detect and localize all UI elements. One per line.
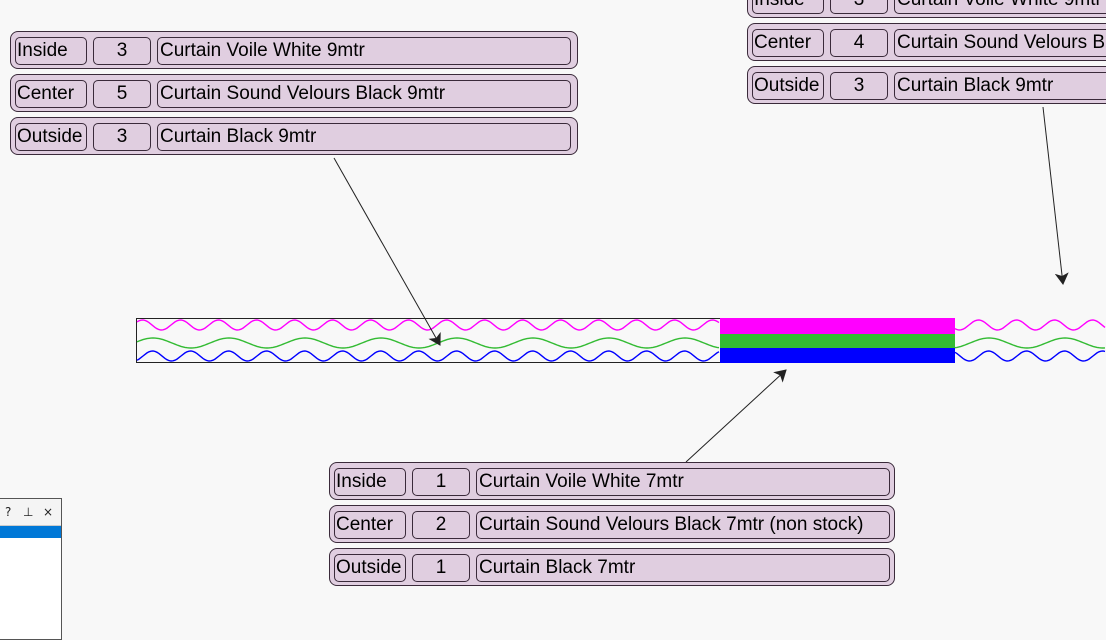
callout-leader-arrow [333, 157, 441, 346]
description-field[interactable]: Curtain Black 9mtr [157, 123, 571, 151]
callout-row-outside[interactable]: Outside 1 Curtain Black 7mtr [329, 548, 895, 586]
quantity-field[interactable]: 5 [93, 80, 151, 108]
callout-row-center[interactable]: Center 2 Curtain Sound Velours Black 7mt… [329, 505, 895, 543]
description-field[interactable]: Curtain Voile White 9mtr [894, 0, 1106, 14]
curtain-outside-stacked[interactable] [720, 348, 955, 363]
callout-row-inside[interactable]: Inside 3 Curtain Voile White 9mtr [747, 0, 1106, 18]
callout-row-inside[interactable]: Inside 3 Curtain Voile White 9mtr [10, 31, 578, 69]
layer-label: Inside [15, 37, 87, 65]
curtain-inside-stacked[interactable] [720, 318, 955, 334]
callout-row-outside[interactable]: Outside 3 Curtain Black 9mtr [10, 117, 578, 155]
description-field[interactable]: Curtain Black 9mtr [894, 72, 1106, 100]
panel-selected-item[interactable] [0, 526, 61, 538]
quantity-field[interactable]: 1 [412, 468, 470, 496]
layer-label: Center [15, 80, 87, 108]
quantity-field[interactable]: 2 [412, 511, 470, 539]
layer-label: Outside [752, 72, 824, 100]
quantity-field[interactable]: 1 [412, 554, 470, 582]
curtain-outside-wave[interactable] [136, 350, 1106, 362]
description-field[interactable]: Curtain Sound Velours Black 7mtr (non st… [476, 511, 890, 539]
layer-label: Inside [752, 0, 824, 14]
layer-label: Outside [15, 123, 87, 151]
help-icon[interactable]: ? [5, 505, 12, 519]
layer-label: Center [334, 511, 406, 539]
close-icon[interactable]: × [43, 505, 54, 519]
description-field[interactable]: Curtain Voile White 9mtr [157, 37, 571, 65]
callout-row-center[interactable]: Center 4 Curtain Sound Velours Black 9mt… [747, 23, 1106, 61]
description-field[interactable]: Curtain Sound Velours Black 9mtr [894, 29, 1106, 57]
curtain-inside-wave[interactable] [136, 319, 1106, 331]
curtain-center-wave[interactable] [136, 337, 1106, 349]
curtain-center-stacked[interactable] [720, 334, 955, 348]
description-field[interactable]: Curtain Sound Velours Black 9mtr [157, 80, 571, 108]
quantity-field[interactable]: 3 [93, 37, 151, 65]
quantity-field[interactable]: 4 [830, 29, 888, 57]
quantity-field[interactable]: 3 [830, 0, 888, 14]
callout-row-inside[interactable]: Inside 1 Curtain Voile White 7mtr [329, 462, 895, 500]
quantity-field[interactable]: 3 [93, 123, 151, 151]
callout-leader-arrow [685, 369, 787, 463]
layer-label: Inside [334, 468, 406, 496]
docked-panel: ? ⊥ × [0, 498, 62, 640]
layer-label: Outside [334, 554, 406, 582]
callout-leader-arrow [1042, 106, 1069, 285]
quantity-field[interactable]: 3 [830, 72, 888, 100]
description-field[interactable]: Curtain Voile White 7mtr [476, 468, 890, 496]
panel-title-bar: ? ⊥ × [0, 499, 61, 526]
layer-label: Center [752, 29, 824, 57]
description-field[interactable]: Curtain Black 7mtr [476, 554, 890, 582]
callout-row-outside[interactable]: Outside 3 Curtain Black 9mtr [747, 66, 1106, 104]
callout-row-center[interactable]: Center 5 Curtain Sound Velours Black 9mt… [10, 74, 578, 112]
pin-icon[interactable]: ⊥ [23, 505, 34, 519]
